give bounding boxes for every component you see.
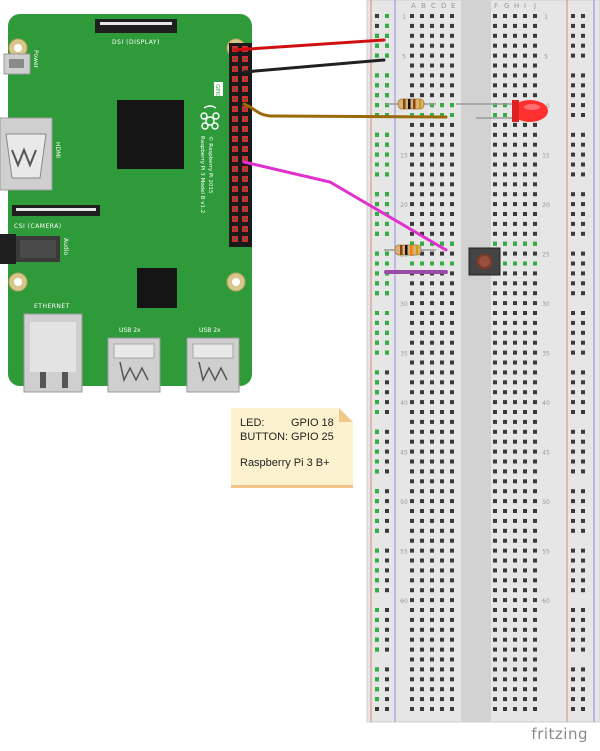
col-letter-d: D (441, 2, 446, 10)
gpio-header (229, 43, 252, 247)
raspberry-logo-icon (200, 105, 220, 130)
processor-chip (117, 100, 184, 169)
row-number: 60 (400, 598, 408, 605)
note-led-label: LED: (240, 417, 265, 429)
row-number: 15 (400, 153, 408, 160)
col-letter-i: I (524, 2, 526, 10)
note-device: Raspberry Pi 3 B+ (240, 457, 330, 469)
model-line1: Raspberry Pi 3 Model B v1.2 (199, 136, 205, 213)
gpio-tag (214, 82, 223, 96)
row-number: 1 (402, 14, 406, 21)
gpio-label: GPIO (214, 84, 220, 98)
dsi-label: DSI (DISPLAY) (112, 39, 160, 46)
wires (232, 38, 448, 274)
row-number: 50 (542, 499, 550, 506)
csi-label: CSI (CAMERA) (14, 223, 62, 230)
hdmi-label: HDMI (54, 142, 61, 158)
row-number: 35 (400, 351, 408, 358)
led-resistor (386, 98, 436, 110)
push-button (468, 247, 501, 276)
col-letter-b: B (421, 2, 426, 10)
row-number: 1 (544, 14, 548, 21)
wire-magenta (242, 160, 448, 252)
col-letter-c: C (431, 2, 436, 10)
gpio-note: LED: GPIO 18 BUTTON: GPIO 25 Raspberry P… (231, 408, 353, 488)
row-number: 45 (400, 450, 408, 457)
usb2-label: USB 2x (199, 327, 221, 334)
button-resistor (384, 244, 436, 256)
audio-label: Audio (62, 238, 69, 255)
col-letter-e: E (451, 2, 455, 10)
red-led (456, 100, 548, 122)
note-led-value: GPIO 18 (291, 417, 334, 429)
col-letter-a: A (411, 2, 416, 10)
usb-port-2 (186, 337, 240, 393)
note-fold (339, 408, 353, 422)
model-line2: © Raspberry Pi 2015 (207, 136, 214, 194)
row-number: 45 (542, 450, 550, 457)
wire-black (242, 58, 386, 74)
usb-controller-chip (137, 268, 177, 308)
row-number: 55 (542, 549, 550, 556)
row-number: 30 (400, 301, 408, 308)
usb1-label: USB 2x (119, 327, 141, 334)
row-number: 40 (542, 400, 550, 407)
row-number: 5 (402, 54, 406, 61)
note-button-value: GPIO 25 (291, 431, 334, 443)
col-letter-f: F (494, 2, 498, 10)
note-button-label: BUTTON: (240, 431, 289, 443)
dsi-connector (95, 19, 177, 33)
row-number: 25 (542, 252, 550, 259)
usb-port-1 (107, 337, 161, 393)
row-number: 20 (542, 202, 550, 209)
row-number: 50 (400, 499, 408, 506)
raspberry-pi-board: DSI (DISPLAY) Power HDMI CSI (CAMERA) Au… (0, 14, 252, 393)
row-number: 35 (542, 351, 550, 358)
row-number: 55 (400, 549, 408, 556)
wire-red (232, 38, 386, 52)
col-letter-j: J (533, 2, 536, 10)
breadboard: 1155101015152020252530303535404045455050… (366, 0, 600, 723)
row-number: 30 (542, 301, 550, 308)
row-number: 15 (542, 153, 550, 160)
ethernet-label: ETHERNET (34, 303, 70, 310)
power-label: Power (32, 50, 39, 69)
row-number: 60 (542, 598, 550, 605)
col-letter-g: G (504, 2, 509, 10)
row-number: 40 (400, 400, 408, 407)
ethernet-port (23, 313, 83, 393)
wire-brown (242, 102, 448, 119)
audio-jack (0, 234, 60, 264)
fritzing-logo: fritzing (531, 725, 588, 743)
hdmi-port (0, 117, 53, 191)
col-letter-h: H (514, 2, 519, 10)
row-number: 5 (544, 54, 548, 61)
row-number: 20 (400, 202, 408, 209)
